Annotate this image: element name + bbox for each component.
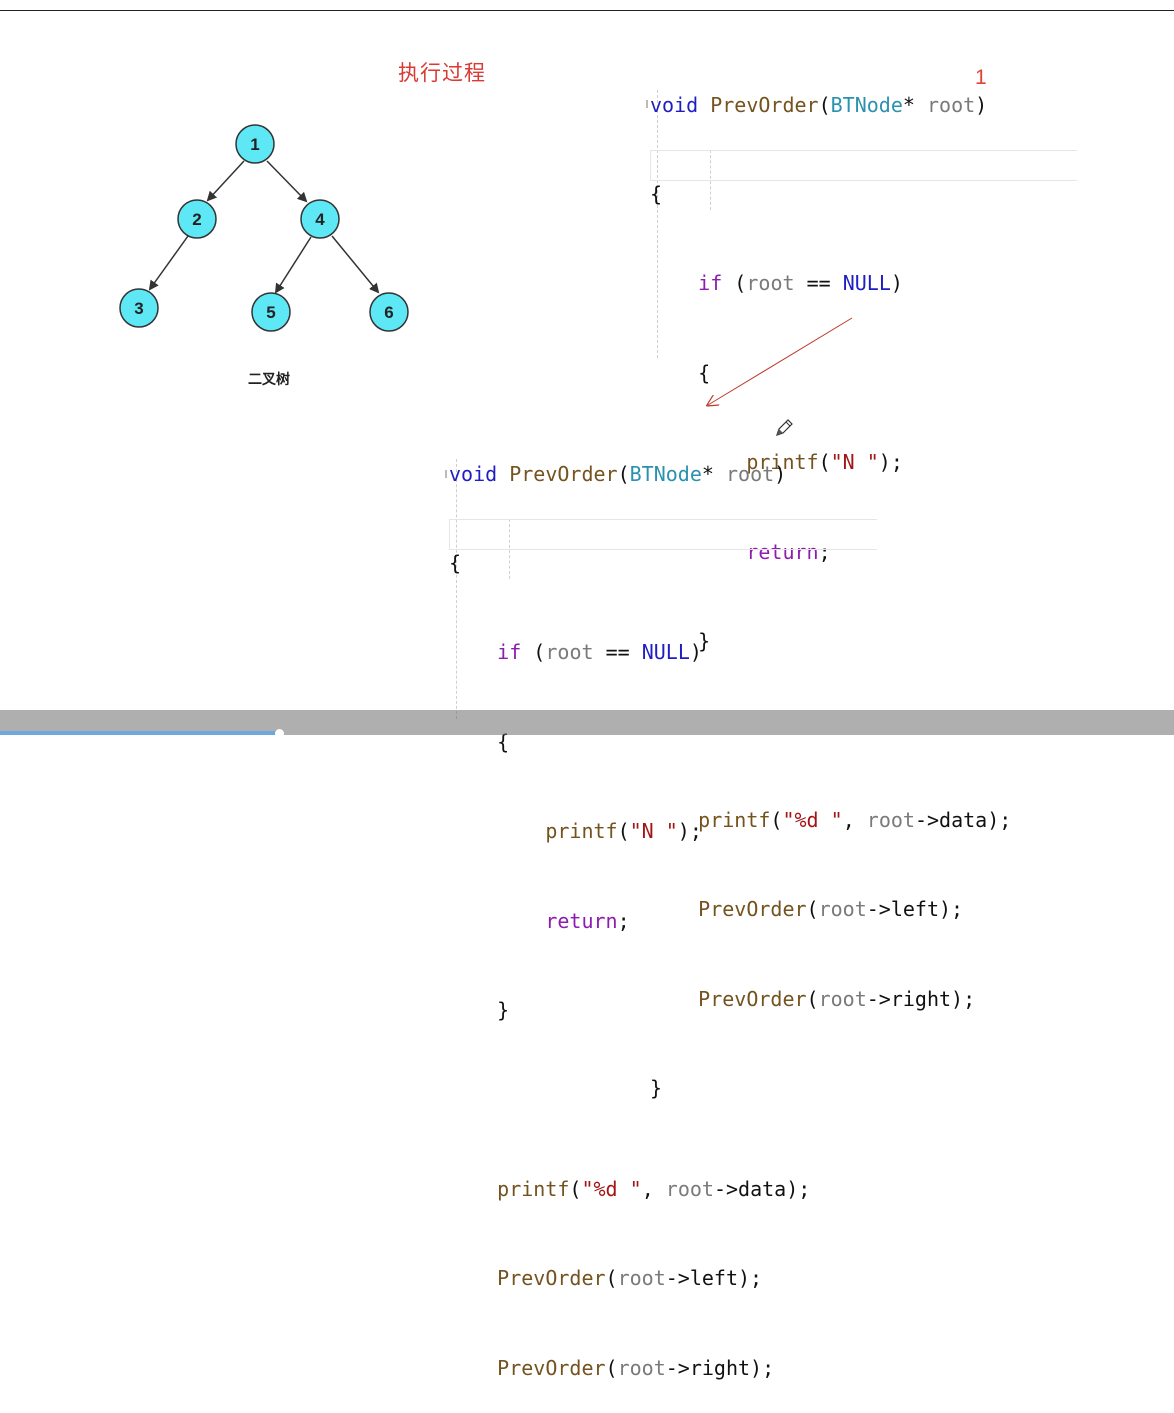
svg-text:5: 5: [266, 303, 275, 322]
tree-edge: [148, 235, 189, 291]
code-line: }: [497, 997, 510, 1022]
code-line: printf("%d ", root->data);: [497, 1176, 811, 1201]
top-divider: [0, 10, 1174, 11]
code-block-lower: void PrevOrder(BTNode* root) { if (root …: [449, 400, 810, 1413]
code-line: }: [698, 628, 711, 653]
code-line: return;: [746, 539, 831, 564]
line-highlight: [449, 519, 877, 550]
code-line: if (root == NULL): [497, 640, 702, 665]
tree-node: 5: [251, 292, 291, 332]
svg-text:3: 3: [134, 299, 143, 318]
code-line: printf("N ");: [545, 819, 702, 844]
step-number: 1: [975, 66, 987, 89]
tree-edge: [206, 160, 245, 202]
code-line: if (root == NULL): [698, 271, 903, 296]
indent-guide: [456, 459, 457, 719]
svg-text:4: 4: [315, 210, 325, 229]
code-line: void PrevOrder(BTNode* root): [449, 461, 787, 486]
tree-caption: 二叉树: [248, 372, 290, 388]
tree-edge: [266, 160, 308, 203]
tree-node: 1: [235, 124, 275, 164]
code-line: {: [698, 360, 711, 385]
code-line: PrevOrder(root->left);: [497, 1266, 763, 1291]
tree-edge: [274, 236, 312, 294]
code-line: printf("N ");: [746, 450, 903, 475]
page-title: 执行过程: [398, 61, 486, 85]
code-line: {: [650, 181, 663, 206]
tree-node: 3: [119, 288, 159, 328]
code-line: {: [449, 550, 462, 575]
svg-text:1: 1: [250, 135, 259, 154]
tree-node: 6: [369, 292, 409, 332]
pencil-cursor-icon: [776, 419, 793, 436]
svg-text:6: 6: [384, 303, 393, 322]
tree-node: 2: [177, 199, 217, 239]
code-line: return;: [545, 908, 630, 933]
indent-guide: [657, 90, 658, 358]
line-highlight: [650, 150, 1077, 181]
video-control-bar[interactable]: [0, 710, 1174, 735]
tree-node: 4: [300, 199, 340, 239]
svg-text:2: 2: [192, 210, 201, 229]
code-line: PrevOrder(root->right);: [497, 1355, 775, 1380]
fold-marker: [646, 100, 648, 108]
fold-marker: [445, 470, 447, 478]
code-line: void PrevOrder(BTNode* root): [650, 92, 988, 117]
code-line: [449, 1085, 810, 1115]
tree-edge: [331, 235, 380, 294]
video-progress-bar[interactable]: [0, 731, 280, 735]
progress-knob[interactable]: [275, 729, 284, 738]
